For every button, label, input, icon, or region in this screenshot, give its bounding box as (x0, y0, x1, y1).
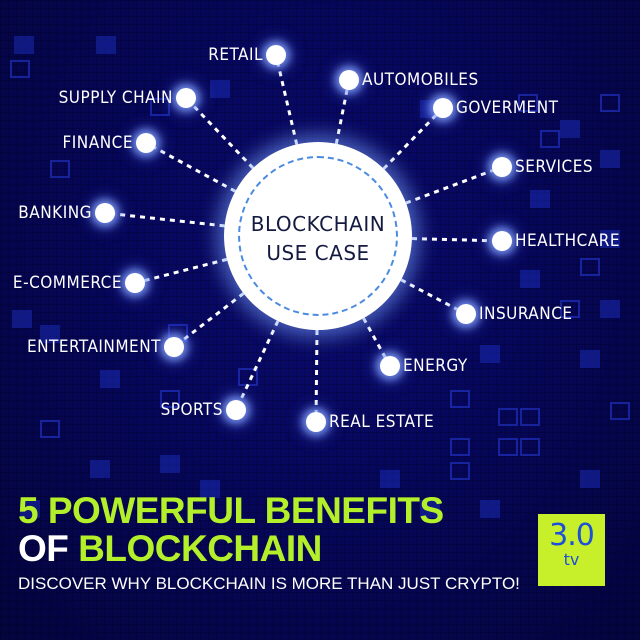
bg-square-filled (90, 460, 110, 478)
node-dot-icon (226, 400, 246, 420)
bg-square-filled (600, 150, 620, 168)
bg-square-filled (160, 455, 180, 473)
bg-square-filled (480, 500, 500, 518)
node-dot-icon (136, 133, 156, 153)
connector-line (234, 320, 280, 411)
bg-square-filled (420, 500, 440, 518)
bg-square-filled (210, 80, 230, 98)
bg-square-filled (20, 500, 40, 518)
bg-square-filled (530, 190, 550, 208)
bg-square-outline (520, 438, 540, 456)
node-label-insurance: INSURANCE (479, 304, 573, 324)
bg-square-filled (40, 325, 60, 343)
bg-square-filled (560, 120, 580, 138)
bg-square-filled (100, 370, 120, 388)
bg-square-outline (498, 438, 518, 456)
bg-square-filled (580, 470, 600, 488)
logo-sub-text: tv (563, 550, 580, 569)
bg-square-outline (150, 98, 170, 116)
node-label-supply-chain: SUPPLY CHAIN (58, 88, 173, 108)
hub-title-line2: USE CASE (266, 241, 370, 265)
node-label-retail: RETAIL (208, 45, 263, 65)
connector-line (382, 106, 445, 170)
node-label-e-commerce: E-COMMERCE (12, 273, 122, 293)
node-dot-icon (492, 157, 512, 177)
bg-square-outline (518, 94, 538, 112)
footer-subtitle: DISCOVER WHY BLOCKCHAIN IS MORE THAN JUS… (18, 574, 520, 593)
bg-square-filled (600, 230, 620, 248)
footer-title-blockchain: BLOCKCHAIN (78, 528, 322, 569)
node-dot-icon (266, 45, 286, 65)
node-dot-icon (339, 70, 359, 90)
bg-square-outline (580, 258, 600, 276)
connector-line (145, 141, 237, 193)
center-hub: BLOCKCHAIN USE CASE (224, 142, 412, 330)
node-dot-icon (306, 412, 326, 432)
node-label-banking: BANKING (18, 203, 92, 223)
footer-title-of: OF (18, 528, 79, 569)
connector-line (274, 54, 299, 145)
bg-square-outline (540, 130, 560, 148)
bg-square-filled (380, 470, 400, 488)
connector-line (400, 278, 467, 316)
bg-square-outline (50, 160, 70, 178)
node-label-sports: SPORTS (160, 400, 223, 420)
bg-square-filled (200, 480, 220, 498)
node-label-goverment: GOVERMENT (456, 98, 559, 118)
bg-square-filled (14, 36, 34, 54)
bg-square-outline (560, 300, 580, 318)
hub-title-line1: BLOCKCHAIN (250, 212, 386, 236)
bg-square-outline (160, 390, 180, 408)
bg-square-outline (450, 462, 470, 480)
node-label-entertainment: ENTERTAINMENT (26, 337, 161, 357)
bg-square-filled (600, 300, 620, 318)
node-dot-icon (125, 273, 145, 293)
brand-logo: 3.0 tv (538, 514, 605, 586)
node-label-services: SERVICES (515, 157, 594, 177)
hub-title: BLOCKCHAIN USE CASE (224, 210, 412, 268)
connector-line (405, 165, 503, 205)
bg-square-filled (12, 310, 32, 328)
bg-square-filled (480, 345, 500, 363)
node-label-finance: FINANCE (62, 133, 133, 153)
footer-title: 5 POWERFUL BENEFITS OF BLOCKCHAIN (18, 492, 444, 568)
bg-square-outline (498, 408, 518, 426)
bg-square-filled (96, 36, 116, 54)
bg-square-outline (520, 408, 540, 426)
node-dot-icon (176, 88, 196, 108)
bg-square-filled (580, 350, 600, 368)
node-label-real-estate: REAL ESTATE (329, 412, 435, 432)
connector-line (314, 329, 319, 423)
logo-main-text: 3.0 (549, 518, 595, 553)
node-label-healthcare: HEALTHCARE (515, 231, 621, 251)
node-dot-icon (95, 203, 115, 223)
connector-line (411, 237, 503, 243)
node-dot-icon (456, 304, 476, 324)
bg-square-outline (600, 94, 620, 112)
connector-line (184, 96, 255, 170)
connector-line (134, 257, 228, 285)
connector-line (104, 211, 225, 228)
node-dot-icon (492, 231, 512, 251)
bg-square-outline (450, 438, 470, 456)
bg-square-outline (610, 402, 630, 420)
node-label-automobiles: AUTOMOBILES (362, 70, 479, 90)
node-dot-icon (380, 356, 400, 376)
bg-square-filled (520, 270, 540, 288)
connector-line (173, 292, 245, 349)
node-dot-icon (164, 337, 184, 357)
bg-square-outline (40, 420, 60, 438)
node-dot-icon (433, 98, 453, 118)
bg-square-outline (450, 390, 470, 408)
footer-title-line1: 5 POWERFUL BENEFITS (18, 490, 444, 531)
bg-square-outline (10, 60, 30, 78)
hub-dashed-ring (238, 156, 398, 316)
connector-line (334, 79, 351, 145)
node-label-energy: ENERGY (403, 356, 468, 376)
